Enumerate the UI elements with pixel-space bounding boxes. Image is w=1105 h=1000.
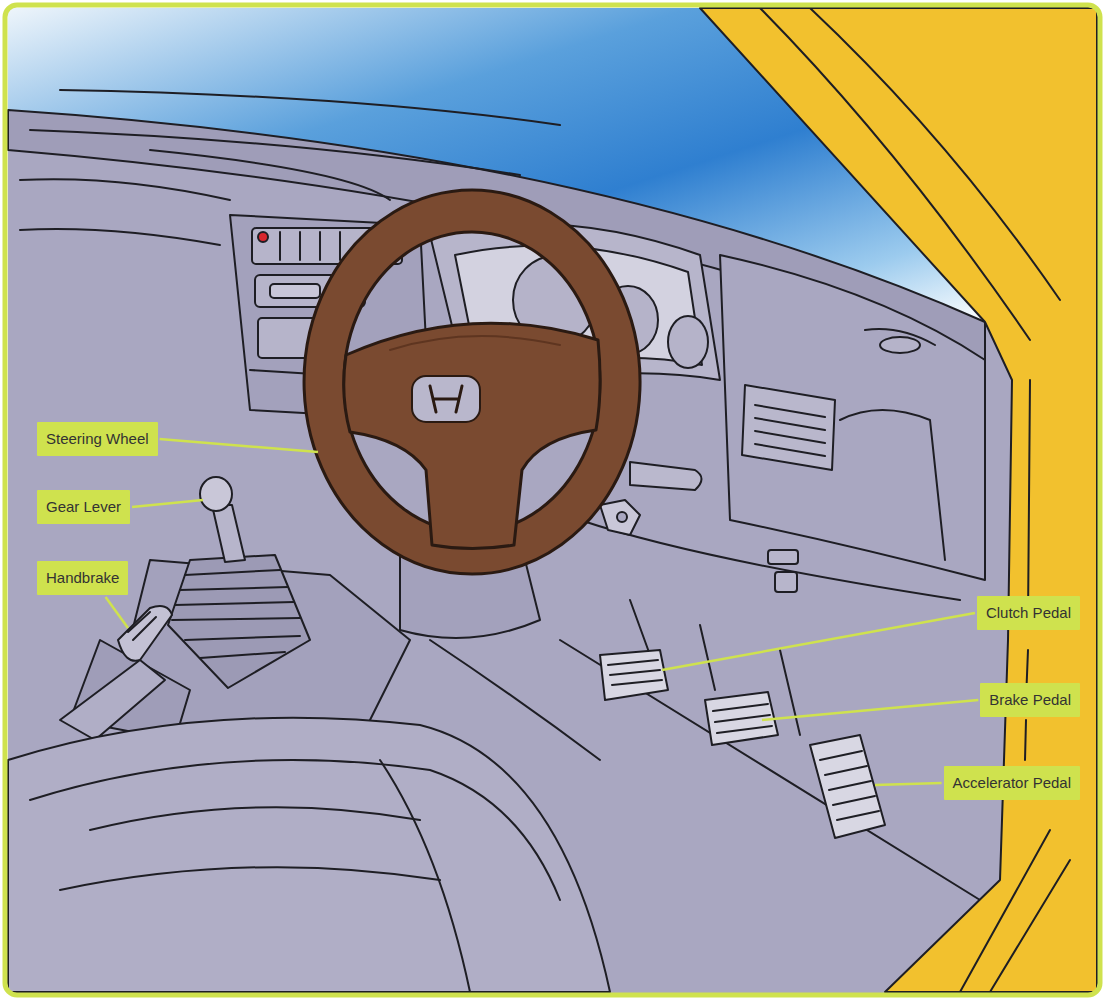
interior-ground	[8, 8, 1098, 993]
leader-line	[160, 439, 318, 452]
part-label: Clutch Pedal	[986, 604, 1071, 621]
handbrake-lever	[118, 606, 172, 661]
part-label: Handbrake	[46, 569, 119, 586]
air-vent	[742, 385, 835, 470]
label-tag: Gear Lever	[37, 490, 130, 524]
gear-boot	[168, 555, 310, 688]
label-tag: Clutch Pedal	[977, 596, 1080, 630]
part-label: Accelerator Pedal	[953, 774, 1071, 791]
gear-knob	[200, 477, 232, 511]
part-label: Brake Pedal	[989, 691, 1071, 708]
part-label: Steering Wheel	[46, 430, 149, 447]
leader-line	[106, 597, 128, 628]
part-label: Gear Lever	[46, 498, 121, 515]
leader-line	[875, 783, 942, 785]
ignition-key	[600, 500, 640, 535]
driver-seat	[8, 718, 610, 992]
car-body	[700, 8, 1097, 992]
clutch-pedal	[600, 650, 668, 700]
label-tag: Brake Pedal	[980, 683, 1080, 717]
gear-shaft	[212, 505, 245, 562]
label-tag: Steering Wheel	[37, 422, 158, 456]
indicator-stalk	[630, 462, 702, 490]
leader-line	[762, 700, 978, 720]
frame	[5, 5, 1100, 995]
honda-logo	[412, 376, 480, 422]
label-tag: Accelerator Pedal	[944, 766, 1080, 800]
steering-wheel	[304, 190, 640, 574]
label-tag: Handbrake	[37, 561, 128, 595]
accelerator-pedal	[810, 735, 885, 838]
leader-line	[132, 500, 203, 507]
leader-line	[662, 613, 975, 670]
